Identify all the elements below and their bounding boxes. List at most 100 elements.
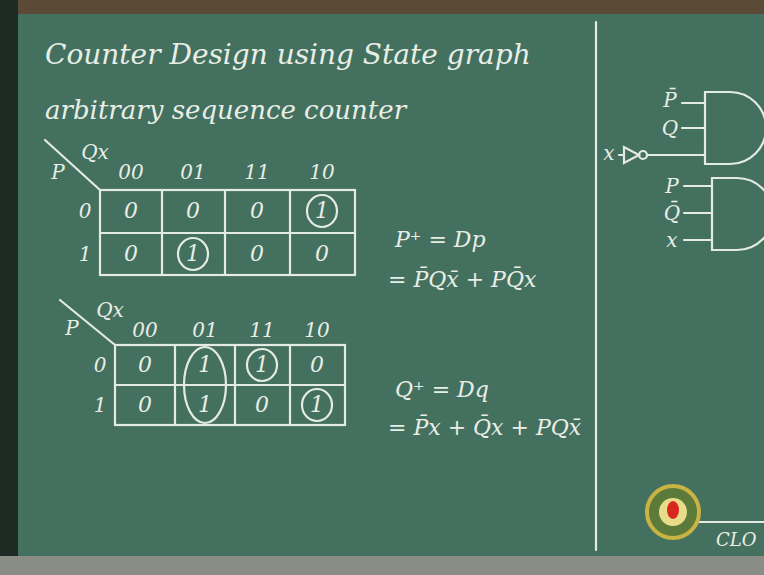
label-text: P⁺ = Dp (395, 227, 486, 252)
label-text: 1 (198, 352, 212, 377)
label-text: Qx (81, 140, 109, 164)
chalk-label: 0 (310, 353, 324, 377)
chalk-label: P (51, 161, 64, 183)
kmap-loop (184, 347, 226, 423)
chalk-label: Q (662, 117, 678, 139)
and-gate (705, 92, 764, 164)
chalk-label: x (603, 142, 614, 164)
chalk-label: 0 (79, 200, 92, 222)
input-wire (647, 154, 705, 156)
label-text: Q (662, 116, 678, 140)
chalk-label: P̄ (663, 89, 676, 111)
label-text: 0 (79, 199, 92, 223)
chalk-label: 0 (138, 353, 152, 377)
label-text: x (666, 228, 677, 252)
input-wire (682, 127, 705, 129)
chalk-label: 0 (138, 393, 152, 417)
chalk-label: 1 (315, 199, 329, 223)
chalk-label: 0 (315, 242, 329, 266)
label-text: 0 (138, 352, 152, 377)
label-text: P̄ (663, 88, 676, 112)
kmap-grid (100, 190, 355, 275)
label-text: CLO (716, 529, 756, 550)
chalk-label: P (65, 317, 78, 339)
chalk-label: Q̄ (664, 202, 680, 224)
label-text: 0 (250, 241, 264, 266)
label-text: 0 (124, 198, 138, 223)
left-frame (0, 0, 18, 575)
chalk-label: 1 (79, 243, 92, 265)
chalk-label: 10 (309, 161, 334, 183)
label-text: 10 (304, 318, 329, 342)
label-text: 00 (132, 318, 157, 342)
chalk-label: 1 (310, 393, 324, 417)
input-wire (684, 239, 712, 241)
chalk-label: 1 (94, 394, 107, 416)
label-text: 11 (249, 318, 274, 342)
label-text: 1 (310, 392, 324, 417)
chalk-label: 00 (118, 161, 143, 183)
label-text: 01 (180, 160, 205, 184)
chalk-label: 11 (244, 161, 269, 183)
label-text: = P̄x + Q̄x + PQx̄ (388, 415, 581, 440)
chalk-label: 00 (132, 319, 157, 341)
kmap-grid (100, 232, 355, 234)
label-text: Qx (96, 298, 124, 322)
label-text: arbitrary sequence counter (45, 95, 406, 125)
chalk-label: 01 (180, 161, 205, 183)
chalk-label: Q⁺ = Dq (395, 378, 489, 402)
input-wire (684, 212, 712, 214)
label-text: 1 (315, 198, 329, 223)
chalk-label: 11 (249, 319, 274, 341)
label-text: 0 (186, 198, 200, 223)
inverter-symbol (624, 147, 639, 163)
chalk-label: 0 (186, 199, 200, 223)
label-text: 0 (315, 241, 329, 266)
chalk-label: P (665, 175, 678, 197)
label-text: 1 (79, 242, 92, 266)
chalk-label: 0 (250, 242, 264, 266)
label-text: P (665, 174, 678, 198)
chalk-label: 0 (94, 354, 107, 376)
chalk-label: Qx (81, 141, 109, 163)
label-text: 01 (192, 318, 217, 342)
label-text: Q⁺ = Dq (395, 377, 489, 402)
kmap-loop (178, 238, 208, 270)
label-text: 00 (118, 160, 143, 184)
label-text: 1 (255, 352, 269, 377)
label-text: 0 (94, 353, 107, 377)
chalk-label: 1 (186, 242, 200, 266)
chalk-label: 1 (198, 353, 212, 377)
chalk-label: 0 (250, 199, 264, 223)
chalk-label: CLO (716, 530, 756, 550)
chalk-label: arbitrary sequence counter (45, 96, 406, 125)
input-wire (684, 185, 712, 187)
chalk-label: 1 (198, 393, 212, 417)
chalk-label: Qx (96, 299, 124, 321)
label-text: P (65, 316, 78, 340)
record-button (667, 501, 679, 519)
chalk-label: = P̄Qx̄ + PQ̄x (388, 268, 536, 292)
title-text: Counter Design using State graph (45, 38, 531, 71)
clock-line (690, 521, 764, 523)
kmap-loop (307, 195, 337, 227)
label-text: 0 (250, 198, 264, 223)
chalk-label: 10 (304, 319, 329, 341)
label-text: 0 (124, 241, 138, 266)
kmap-loop (247, 349, 277, 381)
label-text: 0 (310, 352, 324, 377)
board-divider (595, 22, 597, 550)
chalk-label: 0 (124, 199, 138, 223)
input-wire (682, 102, 705, 104)
label-text: 1 (94, 393, 107, 417)
board-title: Counter Design using State graph (45, 40, 531, 71)
label-text: = P̄Qx̄ + PQ̄x (388, 267, 536, 292)
and-gate (712, 178, 764, 250)
inverter-bubble (639, 151, 647, 159)
label-text: P (51, 160, 64, 184)
record-button (647, 486, 699, 538)
label-text: 1 (186, 241, 200, 266)
